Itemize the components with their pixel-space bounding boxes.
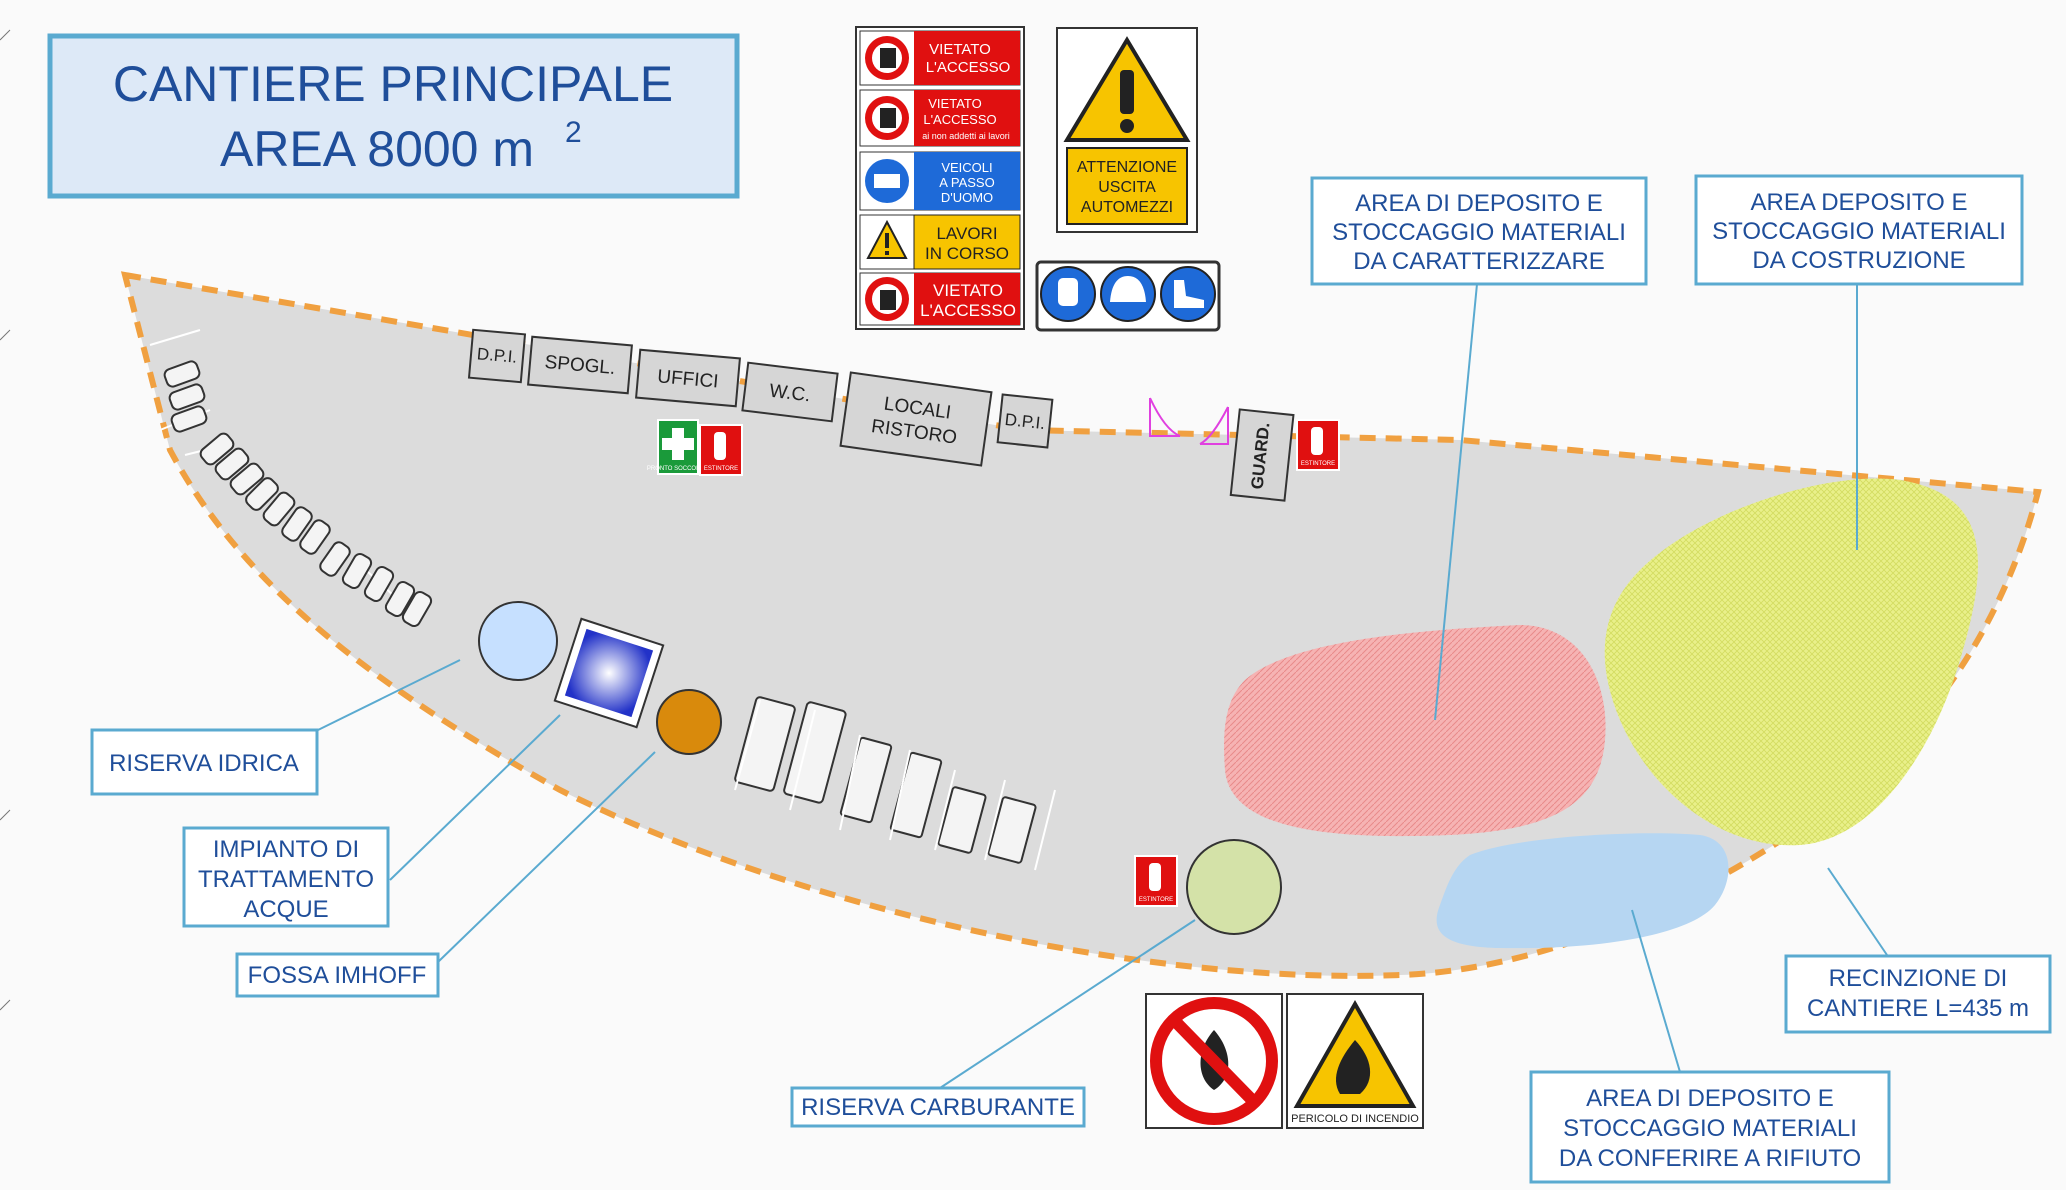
sign-1-line-1: VIETATO bbox=[929, 41, 991, 58]
water-treatment-plant bbox=[553, 617, 665, 729]
building-locali-ristoro bbox=[839, 371, 993, 467]
safety-shoes-icon bbox=[1160, 266, 1216, 322]
title-frame bbox=[47, 33, 740, 199]
ppe-signs bbox=[1035, 260, 1221, 332]
building-guard bbox=[1229, 408, 1295, 502]
sign-5-line-1: VIETATO bbox=[933, 281, 1003, 300]
sign-2-line-3: ai non addetti ai lavori bbox=[922, 131, 1010, 141]
zone-caratterizzare bbox=[1224, 625, 1606, 837]
label-carburante-text: RISERVA CARBURANTE bbox=[801, 1094, 1075, 1121]
label-impianto: IMPIANTO DI TRATTAMENTO ACQUE bbox=[182, 826, 390, 928]
extinguisher-label-2: ESTINTORE bbox=[1301, 461, 1335, 467]
label-impianto-line-1: IMPIANTO DI bbox=[213, 836, 359, 863]
label-caratterizzare-line-1: AREA DI DEPOSITO E bbox=[1355, 190, 1603, 217]
sign-4-line-2: IN CORSO bbox=[925, 244, 1009, 263]
label-recinzione-line-2: CANTIERE L=435 m bbox=[1807, 995, 2029, 1022]
no-open-flame-sign bbox=[1145, 993, 1283, 1129]
sign-1-line-2: L'ACCESSO bbox=[926, 59, 1011, 76]
label-costruzione-line-3: DA COSTRUZIONE bbox=[1752, 247, 1965, 274]
machinery-stalls bbox=[734, 699, 1056, 871]
gate-icon bbox=[1149, 397, 1229, 445]
leader-lines bbox=[317, 283, 1888, 1089]
label-riserva-idrica-text: RISERVA IDRICA bbox=[109, 750, 299, 777]
extinguisher-sign-1: ESTINTORE bbox=[699, 424, 743, 476]
label-fossa-imhoff-text: FOSSA IMHOFF bbox=[248, 962, 427, 989]
label-rifiuto-line-2: STOCCAGGIO MATERIALI bbox=[1563, 1115, 1857, 1142]
extinguisher-icon bbox=[1311, 427, 1323, 455]
building-dpi-1-label: D.P.I. bbox=[476, 344, 518, 366]
sign-2-line-1: VIETATO bbox=[928, 96, 981, 111]
building-dpi-1 bbox=[467, 328, 527, 384]
sign-5-line-2: L'ACCESSO bbox=[920, 301, 1016, 320]
building-spogl bbox=[527, 335, 633, 395]
fire-danger-sign: PERICOLO DI INCENDIO bbox=[1286, 993, 1424, 1129]
building-wc-label: W.C. bbox=[768, 381, 811, 407]
label-rifiuto-line-1: AREA DI DEPOSITO E bbox=[1586, 1085, 1834, 1112]
title-line-2: AREA 8000 m bbox=[220, 121, 534, 177]
imhoff-tank bbox=[656, 689, 722, 755]
parked-cars bbox=[163, 360, 433, 628]
label-costruzione-line-2: STOCCAGGIO MATERIALI bbox=[1712, 218, 2006, 245]
attenzione-line-1: ATTENZIONE bbox=[1077, 159, 1177, 176]
extinguisher-sign-2: ESTINTORE bbox=[1296, 419, 1340, 471]
zone-rifiuto bbox=[1436, 833, 1729, 949]
extinguisher-icon bbox=[714, 432, 726, 460]
building-uffici bbox=[635, 348, 741, 408]
label-impianto-line-2: TRATTAMENTO bbox=[198, 866, 374, 893]
extinguisher-sign-3: ESTINTORE bbox=[1134, 855, 1178, 907]
border-lines bbox=[0, 29, 11, 1011]
label-caratterizzare-line-3: DA CARATTERIZZARE bbox=[1353, 248, 1605, 275]
attenzione-line-3: AUTOMEZZI bbox=[1081, 199, 1173, 216]
label-rifiuto: AREA DI DEPOSITO E STOCCAGGIO MATERIALI … bbox=[1529, 1070, 1891, 1184]
first-aid-sign: PRONTO SOCCORSO bbox=[647, 419, 710, 475]
sign-4-line-1: LAVORI bbox=[936, 224, 997, 243]
sign-stack: VIETATO L'ACCESSO VIETATO L'ACCESSO ai n… bbox=[855, 26, 1025, 330]
label-fossa-imhoff: FOSSA IMHOFF bbox=[235, 952, 440, 998]
water-reserve bbox=[478, 601, 558, 681]
sign-3-line-1: VEICOLI bbox=[941, 160, 992, 175]
zone-costruzione bbox=[1604, 478, 1978, 846]
label-caratterizzare-line-2: STOCCAGGIO MATERIALI bbox=[1332, 219, 1626, 246]
sign-attenzione-uscita: ATTENZIONE USCITA AUTOMEZZI bbox=[1056, 27, 1198, 233]
sign-2-line-2: L'ACCESSO bbox=[923, 112, 996, 127]
first-aid-label: PRONTO SOCCORSO bbox=[647, 466, 710, 472]
sign-3-line-2: A PASSO bbox=[939, 175, 994, 190]
title-box: CANTIERE PRINCIPALE AREA 8000 m 2 bbox=[47, 33, 740, 199]
sign-3-line-3: D'UOMO bbox=[941, 190, 993, 205]
label-recinzione-line-1: RECINZIONE DI bbox=[1829, 965, 2008, 992]
building-dpi-2-label: D.P.I. bbox=[1004, 410, 1046, 433]
extinguisher-label-3: ESTINTORE bbox=[1139, 897, 1173, 903]
extinguisher-icon bbox=[1149, 863, 1161, 891]
buildings: D.P.I. SPOGL. UFFICI W.C. LOCALI RISTORO… bbox=[467, 328, 1295, 502]
extinguisher-label-1: ESTINTORE bbox=[704, 466, 738, 472]
building-wc bbox=[741, 361, 839, 423]
fuel-reserve bbox=[1186, 839, 1282, 935]
title-superscript: 2 bbox=[565, 116, 582, 149]
label-costruzione-line-1: AREA DEPOSITO E bbox=[1751, 189, 1968, 216]
title-line-1: CANTIERE PRINCIPALE bbox=[113, 56, 673, 112]
label-recinzione: RECINZIONE DI CANTIERE L=435 m bbox=[1784, 954, 2052, 1034]
label-riserva-idrica: RISERVA IDRICA bbox=[90, 728, 319, 796]
building-dpi-2 bbox=[996, 393, 1054, 449]
machinery bbox=[734, 696, 1037, 864]
label-rifiuto-line-3: DA CONFERIRE A RIFIUTO bbox=[1559, 1145, 1861, 1172]
label-carburante: RISERVA CARBURANTE bbox=[790, 1086, 1086, 1128]
label-impianto-line-3: ACQUE bbox=[243, 896, 328, 923]
fire-danger-label: PERICOLO DI INCENDIO bbox=[1291, 1113, 1419, 1125]
label-caratterizzare: AREA DI DEPOSITO E STOCCAGGIO MATERIALI … bbox=[1310, 176, 1648, 286]
label-costruzione: AREA DEPOSITO E STOCCAGGIO MATERIALI DA … bbox=[1694, 174, 2024, 286]
attenzione-line-2: USCITA bbox=[1098, 179, 1156, 196]
